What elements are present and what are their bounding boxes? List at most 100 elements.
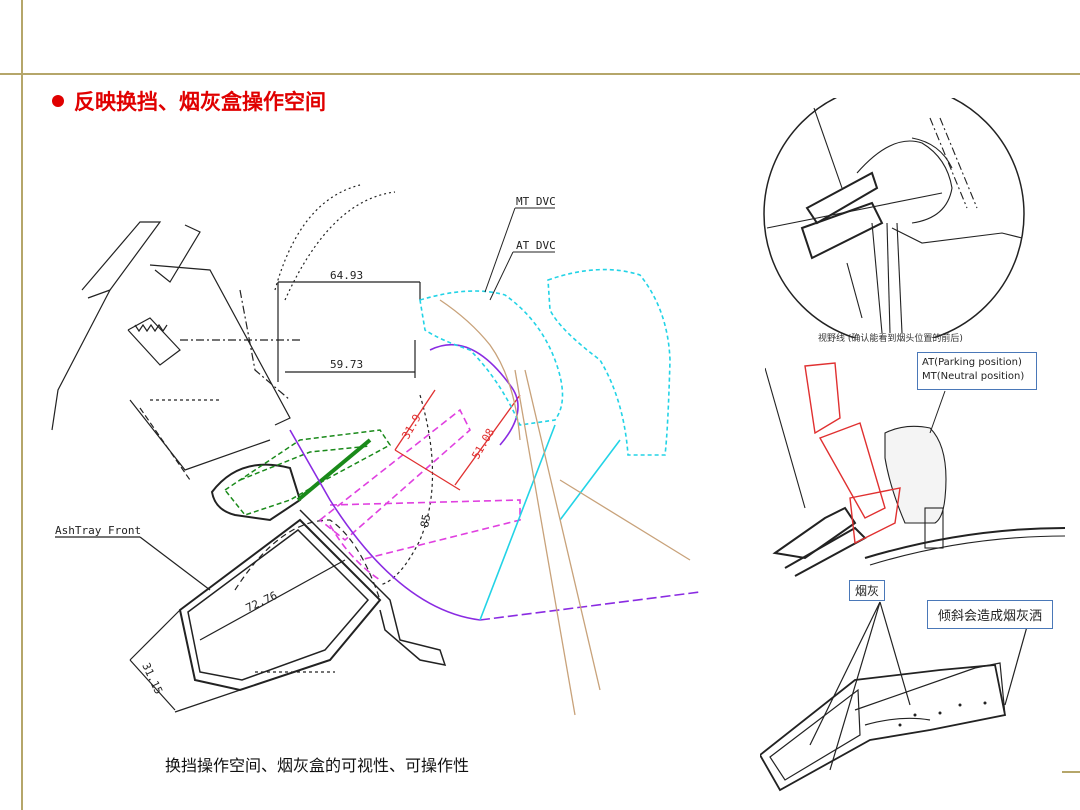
slide-title-text: 反映换挡、烟灰盒操作空间	[74, 90, 326, 114]
ash-dot-1	[913, 713, 917, 717]
ashtray-body	[178, 518, 382, 692]
lever-tan-top	[439, 299, 521, 441]
ashtray-side-2	[784, 526, 867, 577]
slide-title: 反映换挡、烟灰盒操作空间	[52, 86, 326, 116]
dim-64-text: 64.93	[330, 269, 363, 282]
sweep-arc-2	[284, 191, 396, 301]
ash-dot-5	[898, 723, 902, 727]
lever-shaft-2	[524, 369, 601, 691]
dim-51-text: 51.08	[469, 426, 497, 461]
detail-centerline-2	[939, 117, 978, 209]
console-outline-2	[51, 288, 112, 431]
lever-tan-diag	[559, 479, 691, 561]
red-part-1	[804, 362, 841, 435]
dim-31-ext-a	[129, 609, 181, 661]
dim-31-9-line	[394, 389, 436, 451]
dim-72-line	[199, 559, 346, 641]
ashtray-sight-line	[296, 438, 372, 502]
ashtray-hinge	[299, 509, 447, 666]
lever-shaft-1	[514, 369, 576, 716]
console-bracket	[149, 264, 291, 426]
dim-31-ext-b	[174, 689, 241, 713]
side-wall-line	[765, 367, 806, 509]
sight-line-1	[871, 222, 883, 334]
ashtray-inner	[187, 529, 370, 681]
knob-mt-purple	[429, 343, 519, 446]
bullet-icon	[52, 95, 64, 107]
lever-detail	[891, 227, 1023, 244]
console-arc-inner	[869, 535, 1065, 566]
centerline-1	[239, 289, 291, 401]
lever-purple-arc	[289, 429, 481, 621]
label-ashtray-front: AshTray Front	[55, 524, 141, 537]
slide-caption: 换挡操作空间、烟灰盒的可视性、可操作性	[165, 756, 470, 775]
ashtray-sketch-outer	[760, 664, 1007, 792]
dim-31-9-text: 31.9	[399, 412, 424, 441]
tilt-arrow	[1004, 622, 1029, 706]
position-note-box: AT(Parking position) MT(Neutral position…	[917, 352, 1037, 390]
ashtray-lid	[210, 463, 302, 522]
red-part-3	[849, 487, 901, 545]
console-arc	[864, 527, 1065, 559]
detail-line-1	[813, 107, 843, 189]
knob-path-magenta-2	[329, 499, 521, 561]
ashtray-open-inner	[239, 445, 371, 481]
knob-mt-cyan	[419, 290, 564, 426]
console-dash-1	[139, 407, 191, 481]
dim-51-line	[454, 394, 521, 486]
dim-red-ext	[394, 449, 461, 491]
lever-cyan-1	[479, 424, 556, 621]
console-outline-1	[81, 221, 162, 291]
ash-dot-4	[983, 701, 987, 705]
ashtray-leader	[139, 536, 211, 591]
detail-centerline-1	[929, 117, 968, 209]
position-line-at: AT(Parking position)	[922, 357, 1022, 368]
detail-circle-outline	[763, 98, 1025, 338]
detail-line-3	[846, 262, 863, 319]
sweep-arc-3	[379, 394, 434, 586]
frame-bottom-right-tick	[1062, 771, 1080, 773]
ashtray-side-1	[772, 506, 857, 560]
detail-circle-view	[763, 98, 1025, 338]
ash-arrow-2	[879, 601, 911, 706]
dim-59-text: 59.73	[330, 358, 363, 371]
ash-spill-view	[760, 601, 1029, 792]
label-at-dvc: AT DVC	[516, 239, 556, 252]
position-leader	[929, 390, 946, 434]
sight-line-label: 视野线 (确认能看到烟头位置的前后)	[818, 334, 963, 344]
ashtray-detail-1	[805, 171, 879, 225]
ashtray-sketch-left	[769, 688, 861, 781]
sight-line-2	[886, 222, 891, 334]
at-dvc-leader	[489, 251, 514, 301]
sweep-arc-1	[274, 184, 361, 291]
knob-path-magenta-3	[329, 524, 381, 581]
dim-85-text: 85	[418, 513, 433, 528]
spring-box	[127, 317, 181, 366]
ash-label-box: 烟灰	[849, 580, 886, 601]
knob-at-cyan	[547, 268, 671, 456]
label-mt-dvc: MT DVC	[516, 195, 556, 208]
ashtray-detail-2	[800, 201, 884, 260]
console-outline-3	[154, 224, 201, 283]
ashtray-sketch-inner	[864, 717, 931, 726]
knob-top-detail	[911, 137, 953, 169]
ash-arrow-3	[829, 601, 881, 771]
knob-position-view	[765, 362, 1065, 577]
lever-cyan-2	[559, 439, 621, 521]
ash-dot-3	[958, 703, 962, 707]
ashtray-open-outline	[223, 429, 392, 516]
shift-knob-detail	[884, 425, 947, 524]
lever-purple-dash	[479, 591, 700, 621]
tilt-note-box: 倾斜会造成烟灰洒	[927, 600, 1054, 629]
sight-line-3	[896, 222, 903, 334]
shift-knob-boot	[924, 507, 944, 549]
ashtray-sketch-top	[854, 662, 1006, 716]
ashtray-swing-arc	[234, 519, 381, 601]
dim-72-text: 72.76	[244, 589, 280, 615]
spring-icon	[134, 323, 168, 333]
frame-top-line	[0, 73, 1080, 75]
frame-left-line	[21, 0, 23, 810]
dim-31-15-text: 31.15	[139, 661, 165, 697]
knob-path-magenta-1	[318, 408, 471, 542]
ash-dot-2	[938, 711, 942, 715]
